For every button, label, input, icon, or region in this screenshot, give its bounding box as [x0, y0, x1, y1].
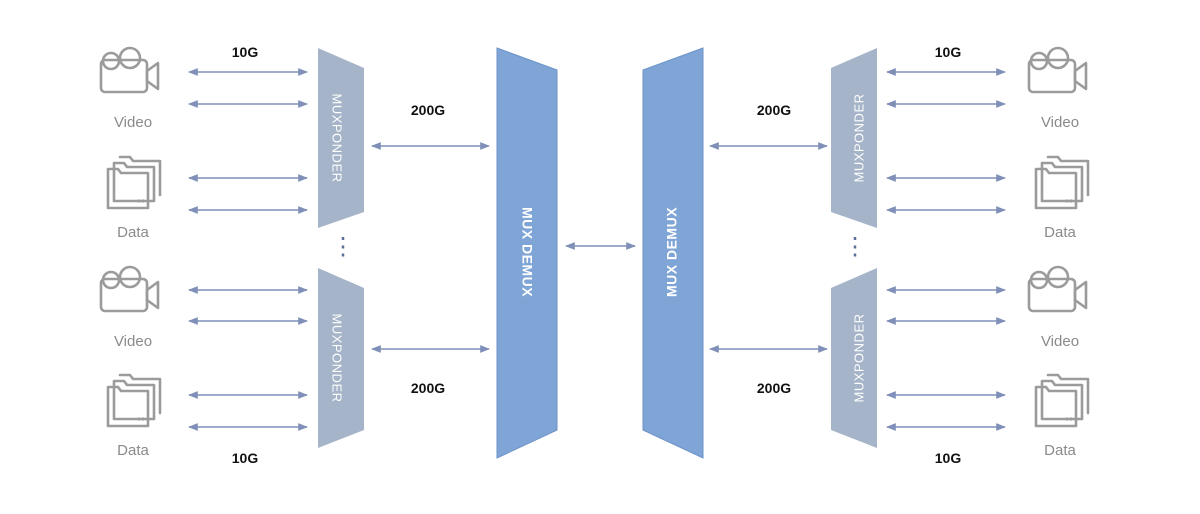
muxponder-shape [318, 268, 364, 448]
muxponder-shape [318, 48, 364, 228]
video-source-top-right: Video [1027, 46, 1088, 131]
data-source-top-right: Data [1034, 155, 1090, 241]
muxponder-bottom-left: MUXPONDER [318, 268, 364, 448]
video-camera-icon [1027, 265, 1088, 313]
more-muxponders-ellipsis-right: ⋮ [843, 233, 867, 260]
arrows-200g [371, 142, 828, 353]
muxponder-label: MUXPONDER [851, 93, 866, 182]
video-camera-icon [99, 46, 160, 94]
rate-label-10g: 10G [935, 44, 962, 60]
muxponder-top-right: MUXPONDER [831, 48, 877, 228]
video-label: Video [114, 333, 152, 350]
mux-demux-right: MUX DEMUX [642, 47, 704, 459]
data-label: Data [1044, 224, 1076, 241]
stacked-folders-icon [1034, 373, 1090, 428]
video-camera-icon [1027, 46, 1088, 94]
video-label: Video [1041, 114, 1079, 131]
data-source-bottom-right: Data [1034, 373, 1090, 459]
arrows-10g-left [188, 68, 308, 431]
mux-demux-shape [642, 47, 704, 459]
video-camera-icon [99, 265, 160, 313]
data-label: Data [117, 442, 149, 459]
data-source-bottom-left: Data [106, 373, 162, 459]
rate-label-200g: 200G [411, 380, 445, 396]
muxponder-bottom-right: MUXPONDER [831, 268, 877, 448]
video-label: Video [114, 114, 152, 131]
video-source-bottom-right: Video [1027, 265, 1088, 350]
muxponder-label: MUXPONDER [851, 313, 866, 402]
stacked-folders-icon [106, 155, 162, 210]
mux-demux-label: MUX DEMUX [664, 207, 680, 297]
stacked-folders-icon [106, 373, 162, 428]
more-muxponders-ellipsis-left: ⋮ [331, 233, 355, 260]
stacked-folders-icon [1034, 155, 1090, 210]
muxponder-shape [831, 268, 877, 448]
video-source-top-left: Video [99, 46, 160, 131]
mux-demux-left: MUX DEMUX [496, 47, 558, 459]
muxponder-shape [831, 48, 877, 228]
rate-label-200g: 200G [411, 102, 445, 118]
muxponder-label: MUXPONDER [330, 93, 345, 182]
mux-demux-shape [496, 47, 558, 459]
rate-label-200g: 200G [757, 102, 791, 118]
muxponder-top-left: MUXPONDER [318, 48, 364, 228]
arrows-10g-right [886, 68, 1006, 431]
video-source-bottom-left: Video [99, 265, 160, 350]
rate-label-10g: 10G [232, 450, 259, 466]
rate-label-200g: 200G [757, 380, 791, 396]
data-source-top-left: Data [106, 155, 162, 241]
rate-label-10g: 10G [232, 44, 259, 60]
muxponder-label: MUXPONDER [330, 313, 345, 402]
rate-label-10g: 10G [935, 450, 962, 466]
data-label: Data [1044, 442, 1076, 459]
data-label: Data [117, 224, 149, 241]
mux-demux-label: MUX DEMUX [519, 207, 535, 297]
video-label: Video [1041, 333, 1079, 350]
